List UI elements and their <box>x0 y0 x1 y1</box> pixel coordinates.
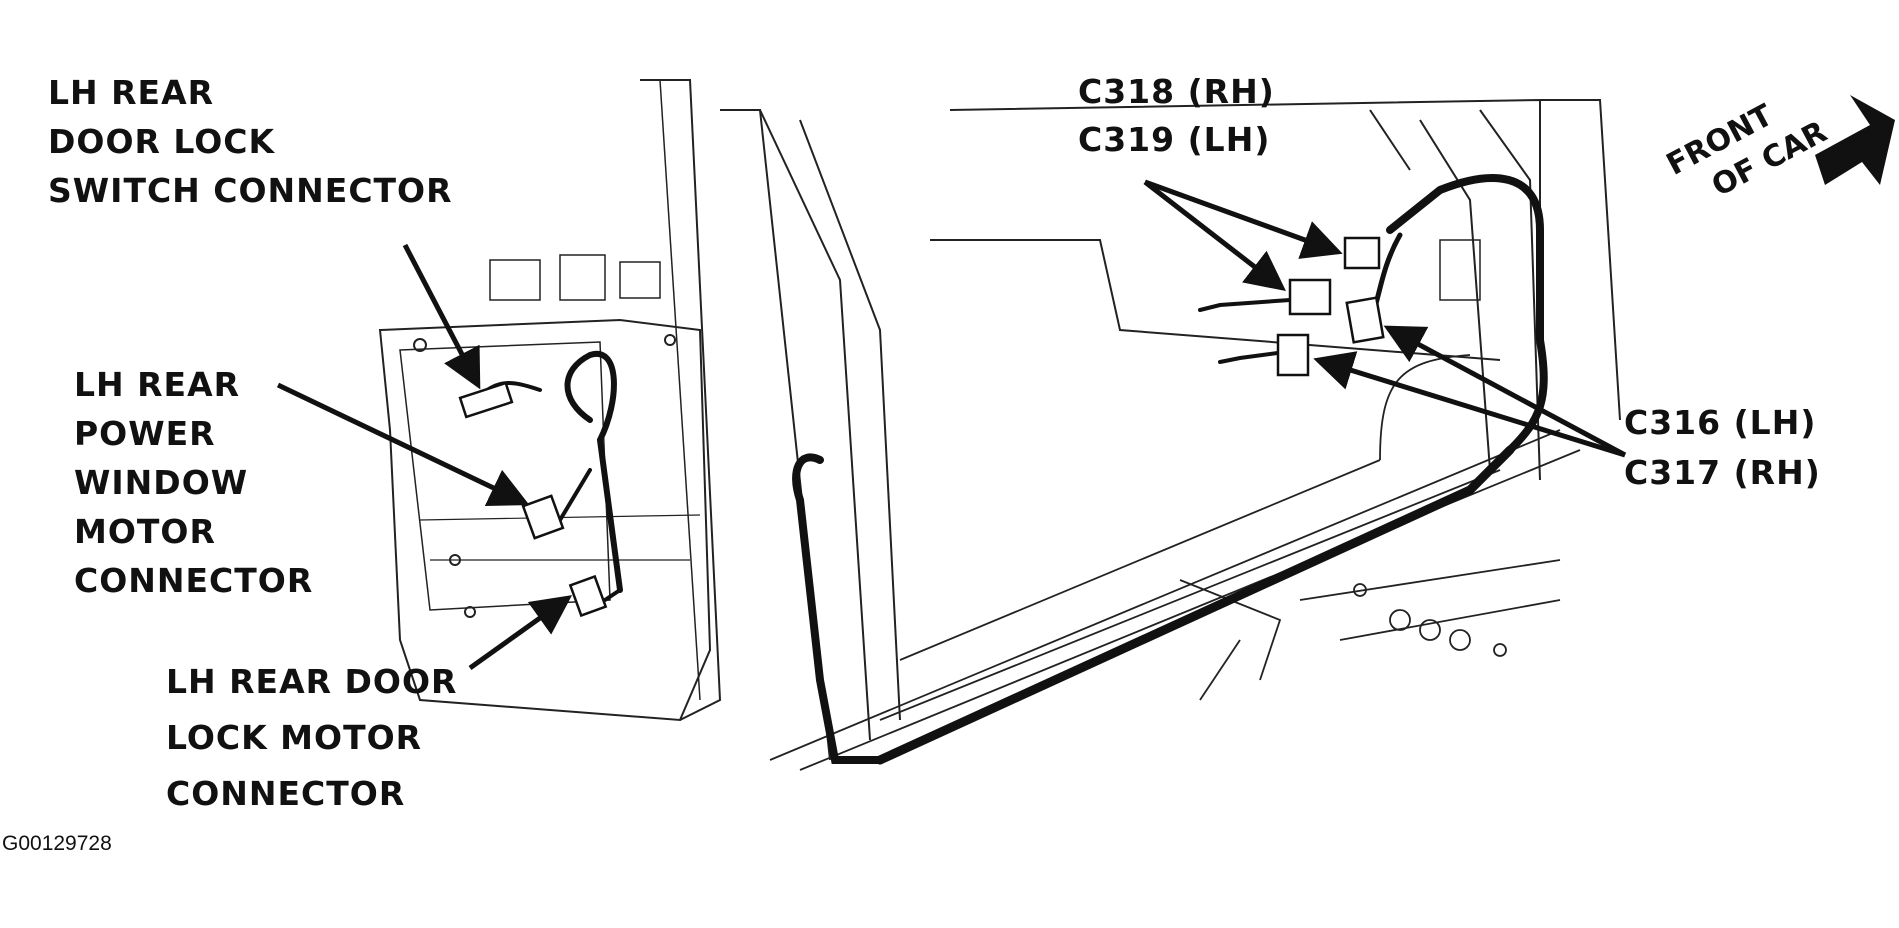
label-window-motor: LH REAR POWER WINDOW MOTOR CONNECTOR <box>74 365 314 600</box>
arrow-window-motor <box>276 382 530 506</box>
arrow-c316 <box>1383 325 1627 458</box>
label-lock-motor: LH REAR DOOR LOCK MOTOR CONNECTOR <box>166 662 458 813</box>
wiring-harness <box>478 174 1548 765</box>
arrow-c317 <box>1313 351 1626 458</box>
c319-connector-body <box>1288 278 1332 316</box>
arrow-c318 <box>1144 179 1343 259</box>
front-of-car-arrow <box>1815 95 1895 185</box>
arrow-switch-connector <box>402 243 481 390</box>
switch-connector-body <box>458 381 514 419</box>
c316-connector-body <box>1345 296 1385 344</box>
door-panel <box>378 79 722 722</box>
pointer-arrows <box>276 179 1627 671</box>
connectors <box>458 236 1385 618</box>
window-motor-connector-body <box>521 494 565 540</box>
c318-connector-body <box>1343 236 1381 270</box>
label-c316-c317: C316 (LH) C317 (RH) <box>1624 403 1821 492</box>
label-c318-c319: C318 (RH) C319 (LH) <box>1078 72 1275 159</box>
c317-connector-body <box>1276 333 1310 377</box>
figure-id: G00129728 <box>2 832 112 855</box>
label-switch-connector: LH REAR DOOR LOCK SWITCH CONNECTOR <box>48 73 453 210</box>
arrow-lock-motor <box>468 595 573 671</box>
lock-motor-connector-body <box>568 574 608 618</box>
arrow-c319 <box>1143 180 1286 292</box>
